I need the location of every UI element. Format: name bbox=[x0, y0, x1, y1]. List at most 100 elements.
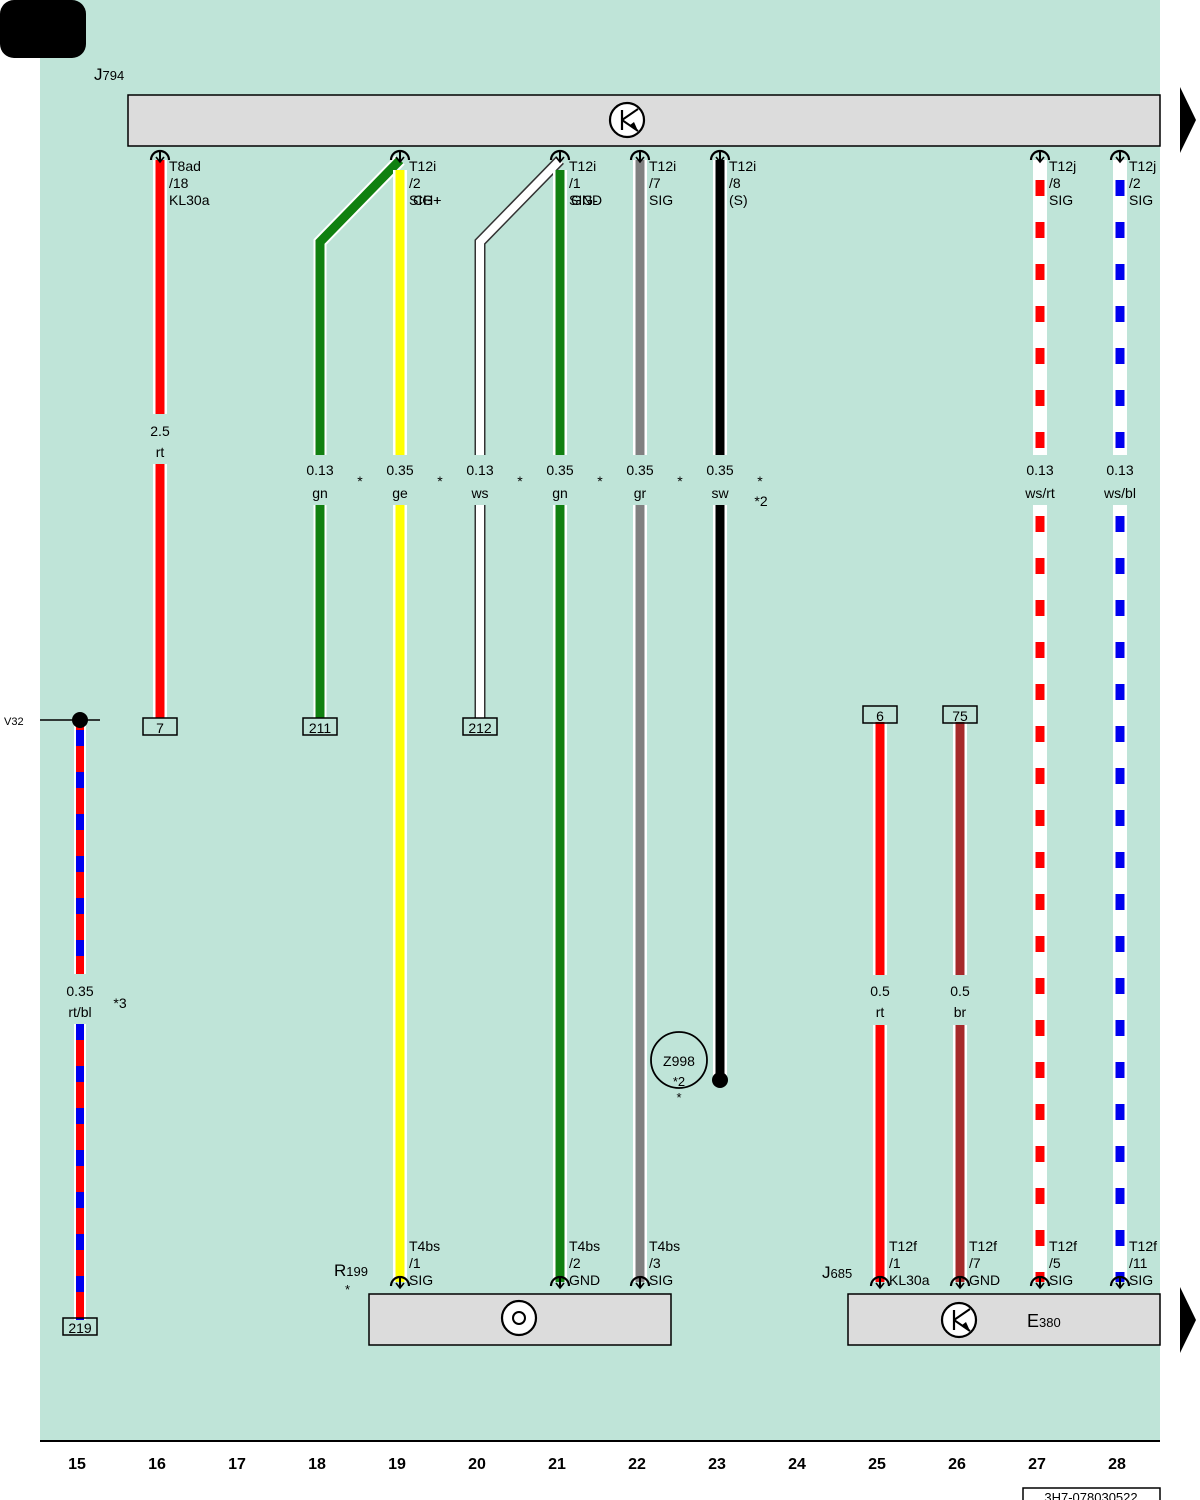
wire-21 bbox=[540, 170, 580, 1282]
column-number: 15 bbox=[68, 1456, 86, 1473]
column-number: 27 bbox=[1028, 1456, 1046, 1473]
wire-label-18: 0.13 gn bbox=[306, 462, 333, 501]
top-pin-label-23: T12i /8 (S) bbox=[729, 158, 756, 208]
bottom-pin-label-26: T12f /7 GND bbox=[969, 1238, 1000, 1288]
diagram-background bbox=[40, 0, 1160, 1440]
wire-25 bbox=[860, 722, 900, 1282]
svg-text:/1: /1 bbox=[569, 175, 581, 191]
ref-box-212[interactable]: 212 bbox=[462, 717, 498, 736]
column-number: 24 bbox=[788, 1456, 806, 1473]
ref-box-7[interactable]: 7 bbox=[142, 717, 178, 736]
svg-text:(S): (S) bbox=[729, 192, 748, 208]
v32-label: V32 bbox=[4, 716, 24, 728]
wire-22 bbox=[620, 160, 660, 1282]
svg-text:T12i: T12i bbox=[409, 158, 436, 174]
z998-ground-point: Z998 *2 * bbox=[650, 1031, 708, 1105]
svg-text:GND: GND bbox=[571, 192, 602, 208]
svg-text:2.5: 2.5 bbox=[150, 423, 170, 439]
svg-text:rt: rt bbox=[876, 1004, 885, 1020]
wire-label-15: 0.35 rt/bl bbox=[66, 983, 93, 1020]
svg-text:7: 7 bbox=[156, 720, 164, 736]
svg-text:/8: /8 bbox=[729, 175, 741, 191]
svg-text:*: * bbox=[676, 1090, 681, 1105]
svg-text:gn: gn bbox=[552, 485, 568, 501]
ref-box-219[interactable]: 219 bbox=[62, 1317, 98, 1336]
svg-text:SIG+: SIG+ bbox=[409, 192, 441, 208]
column-number: 19 bbox=[388, 1456, 406, 1473]
continuation-arrow-top bbox=[1180, 87, 1196, 153]
svg-text:/1: /1 bbox=[409, 1255, 421, 1271]
svg-text:/8: /8 bbox=[1049, 175, 1061, 191]
transistor-symbol-icon bbox=[940, 1301, 978, 1339]
bottom-pin-label-22: T4bs /3 SIG bbox=[649, 1238, 680, 1288]
j794-label: J794 bbox=[94, 65, 124, 84]
ref-box-6[interactable]: 6 bbox=[862, 705, 898, 724]
v32-junction-dot bbox=[72, 712, 88, 728]
wire-label-16: 2.5 rt bbox=[150, 423, 170, 460]
svg-text:SIG: SIG bbox=[649, 1272, 673, 1288]
svg-text:CH+: CH+ bbox=[413, 192, 441, 208]
svg-text:sw: sw bbox=[711, 485, 729, 501]
wire-star-23: * bbox=[757, 473, 763, 489]
svg-text:ws/bl: ws/bl bbox=[1103, 485, 1136, 501]
wire-23 bbox=[700, 160, 740, 1088]
svg-text:0.35: 0.35 bbox=[626, 462, 653, 478]
wire-20 bbox=[460, 156, 564, 718]
j685-label: J685 bbox=[822, 1263, 852, 1282]
bottom-pin-label-21: T4bs /2 GND bbox=[569, 1238, 600, 1288]
svg-text:/5: /5 bbox=[1049, 1255, 1061, 1271]
wire-label-28: 0.13 ws/bl bbox=[1103, 462, 1136, 501]
wire-label-23: 0.35 sw bbox=[706, 462, 733, 501]
column-number: 21 bbox=[548, 1456, 566, 1473]
column-number: 20 bbox=[468, 1456, 486, 1473]
bottom-pin-label-28: T12f /11 SIG bbox=[1129, 1238, 1157, 1288]
svg-text:T12f: T12f bbox=[969, 1238, 997, 1254]
svg-text:/7: /7 bbox=[649, 175, 661, 191]
svg-text:0.5: 0.5 bbox=[950, 983, 970, 999]
svg-text:GND: GND bbox=[569, 1272, 600, 1288]
svg-text:SIG: SIG bbox=[1049, 1272, 1073, 1288]
svg-text:T12j: T12j bbox=[1049, 158, 1076, 174]
wire-label-21: 0.35 gn bbox=[546, 462, 573, 501]
svg-text:KL30a: KL30a bbox=[169, 192, 210, 208]
wire-star-18: * bbox=[357, 473, 363, 489]
svg-text:0.35: 0.35 bbox=[546, 462, 573, 478]
column-number: 22 bbox=[628, 1456, 646, 1473]
wire-label-20: 0.13 ws bbox=[466, 462, 493, 501]
wire-19 bbox=[380, 170, 420, 1282]
svg-text:75: 75 bbox=[952, 708, 968, 724]
svg-text:/11: /11 bbox=[1129, 1255, 1148, 1271]
wire-note-23: *2 bbox=[754, 493, 767, 509]
circle-target-icon bbox=[500, 1299, 538, 1337]
svg-text:219: 219 bbox=[68, 1320, 92, 1336]
svg-text:T12f: T12f bbox=[889, 1238, 917, 1254]
svg-text:0.5: 0.5 bbox=[870, 983, 890, 999]
ref-box-211[interactable]: 211 bbox=[302, 717, 338, 736]
transistor-symbol-icon bbox=[608, 101, 646, 139]
svg-text:T12i: T12i bbox=[649, 158, 676, 174]
wire-28 bbox=[1100, 160, 1142, 1282]
svg-text:br: br bbox=[954, 1004, 967, 1020]
svg-text:T12f: T12f bbox=[1129, 1238, 1157, 1254]
r199-note: * bbox=[345, 1282, 350, 1297]
svg-text:SIG: SIG bbox=[1129, 1272, 1153, 1288]
svg-text:T12f: T12f bbox=[1049, 1238, 1077, 1254]
e380-box bbox=[847, 1293, 1161, 1346]
top-pin-label-19: T12i /2 SIG+ CH+ bbox=[409, 158, 441, 208]
document-id: 3H7-078030522 bbox=[1022, 1487, 1161, 1500]
wire-star-22: * bbox=[677, 473, 683, 489]
svg-text:ge: ge bbox=[392, 485, 408, 501]
svg-text:/18: /18 bbox=[169, 175, 189, 191]
svg-text:T12j: T12j bbox=[1129, 158, 1156, 174]
wire-15 bbox=[62, 720, 98, 1320]
column-number: 17 bbox=[228, 1456, 246, 1473]
wire-label-26: 0.5 br bbox=[950, 983, 970, 1020]
svg-text:T4bs: T4bs bbox=[569, 1238, 600, 1254]
svg-text:/2: /2 bbox=[569, 1255, 581, 1271]
svg-text:gn: gn bbox=[312, 485, 328, 501]
wire-26 bbox=[940, 722, 980, 1282]
ref-box-75[interactable]: 75 bbox=[942, 705, 978, 724]
bottom-pin-label-19: T4bs /1 SIG bbox=[409, 1238, 440, 1288]
wire-27 bbox=[1020, 160, 1062, 1282]
